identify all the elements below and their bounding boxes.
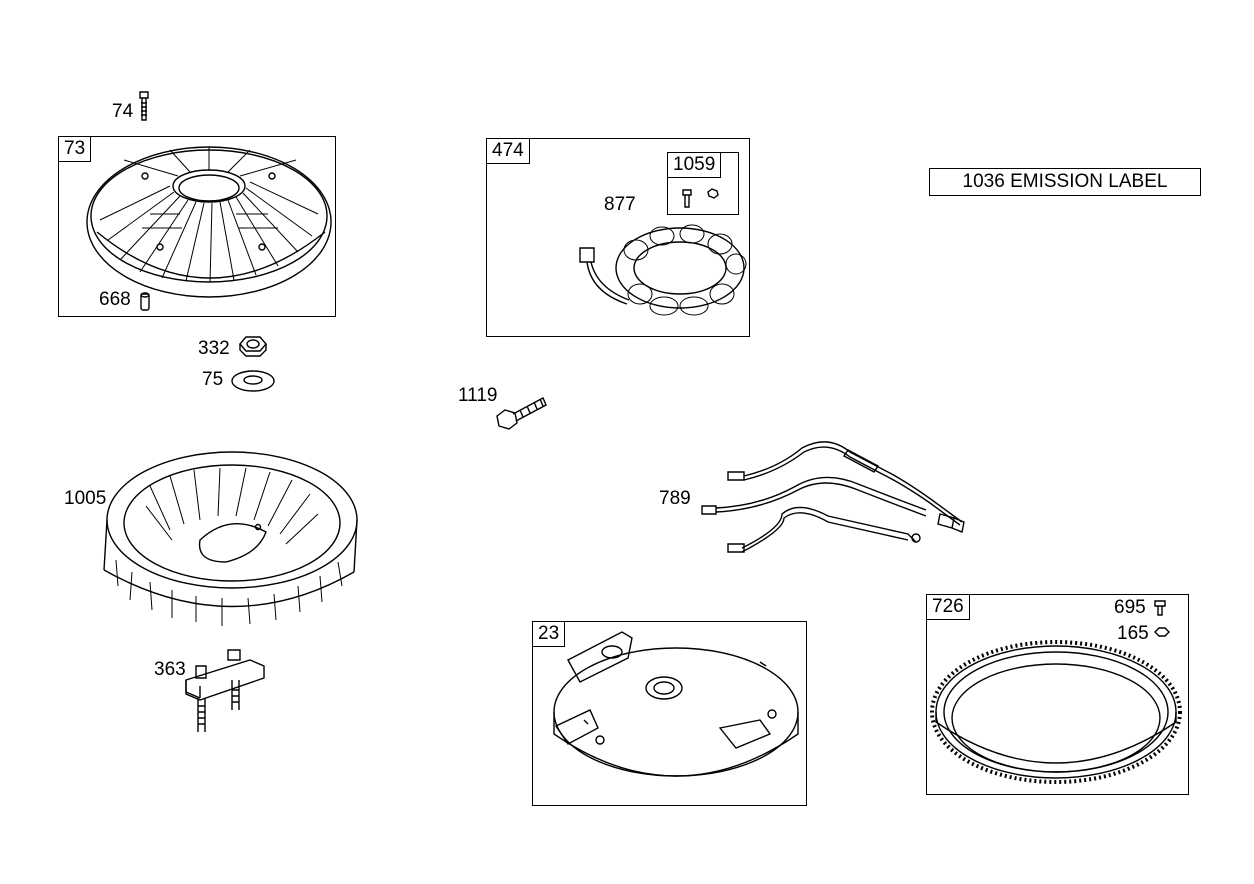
kit-box-474[interactable]: 474: [486, 138, 750, 337]
bolt-1119-icon[interactable]: [496, 397, 547, 430]
label-363: 363: [154, 659, 186, 680]
label-877: 877: [604, 194, 636, 215]
kit-box-23[interactable]: 23: [532, 621, 807, 806]
nut-332-icon[interactable]: [239, 336, 267, 357]
hardware-1059-icon[interactable]: [682, 188, 719, 208]
box-tag-726: 726: [927, 595, 970, 620]
bracket-363-icon[interactable]: [185, 649, 265, 732]
box-tag-1059: 1059: [668, 153, 722, 178]
label-165: 165: [1117, 623, 1149, 644]
blower-screen-73-icon[interactable]: [86, 146, 332, 298]
label-74: 74: [112, 101, 134, 122]
bolt-695-icon[interactable]: [1154, 600, 1166, 616]
kit-box-726[interactable]: 726: [926, 594, 1189, 795]
box-tag-73: 73: [59, 137, 92, 162]
washer-75-icon[interactable]: [231, 370, 275, 392]
flywheel-23-icon[interactable]: [553, 631, 799, 777]
emission-label: 1036 EMISSION LABEL: [929, 168, 1201, 196]
bolt-74-icon[interactable]: [139, 91, 149, 121]
box-tag-23: 23: [533, 622, 566, 647]
label-695: 695: [1114, 597, 1146, 618]
kit-box-1059[interactable]: 1059: [667, 152, 739, 215]
pin-668-icon[interactable]: [140, 292, 150, 311]
label-789: 789: [659, 488, 691, 509]
label-1005: 1005: [64, 488, 107, 509]
kit-box-73[interactable]: 73: [58, 136, 336, 317]
label-332: 332: [198, 338, 230, 359]
nut-165-icon[interactable]: [1154, 627, 1170, 637]
harness-789-icon[interactable]: [701, 441, 965, 553]
box-tag-474: 474: [487, 139, 530, 164]
label-668: 668: [99, 289, 131, 310]
ring-gear-726-icon[interactable]: [930, 640, 1182, 784]
label-75: 75: [202, 369, 224, 390]
label-1119: 1119: [458, 385, 498, 406]
stator-877-icon[interactable]: [579, 224, 747, 316]
fan-1005-icon[interactable]: [103, 451, 358, 626]
